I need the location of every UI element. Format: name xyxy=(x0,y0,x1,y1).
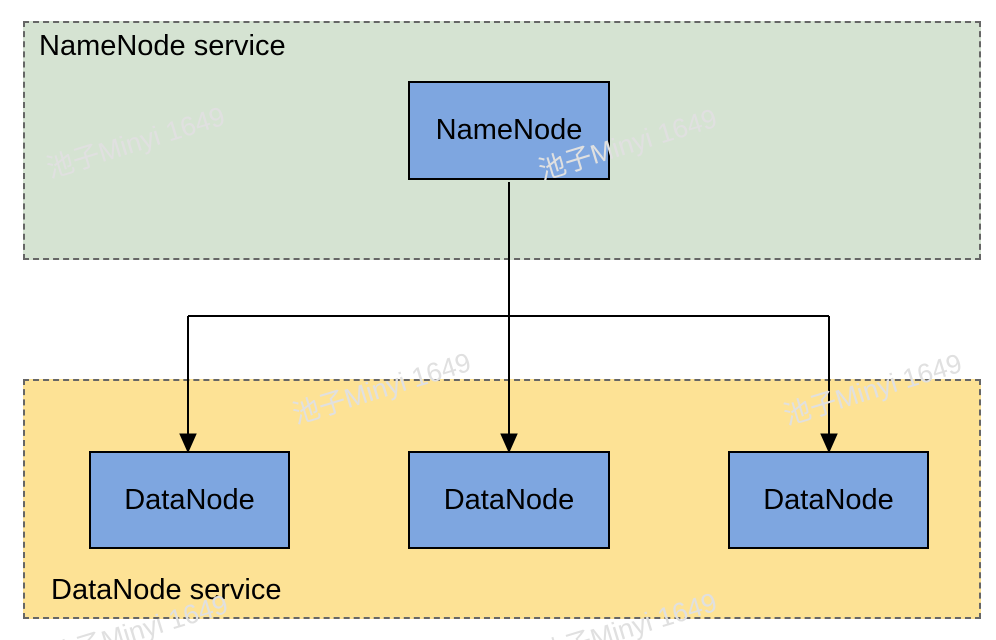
datanode-box-2: DataNode xyxy=(408,451,610,549)
datanode-box-3: DataNode xyxy=(728,451,929,549)
datanode-box-1: DataNode xyxy=(89,451,290,549)
datanode-service-zone-label: DataNode service xyxy=(51,574,282,606)
datanode-box-2-label: DataNode xyxy=(443,483,575,516)
datanode-box-3-label: DataNode xyxy=(763,483,894,516)
namenode-service-zone-label: NameNode service xyxy=(39,30,286,62)
namenode-box-label: NameNode xyxy=(435,114,583,146)
datanode-box-1-label: DataNode xyxy=(124,483,255,516)
namenode-box: NameNode xyxy=(408,81,610,180)
